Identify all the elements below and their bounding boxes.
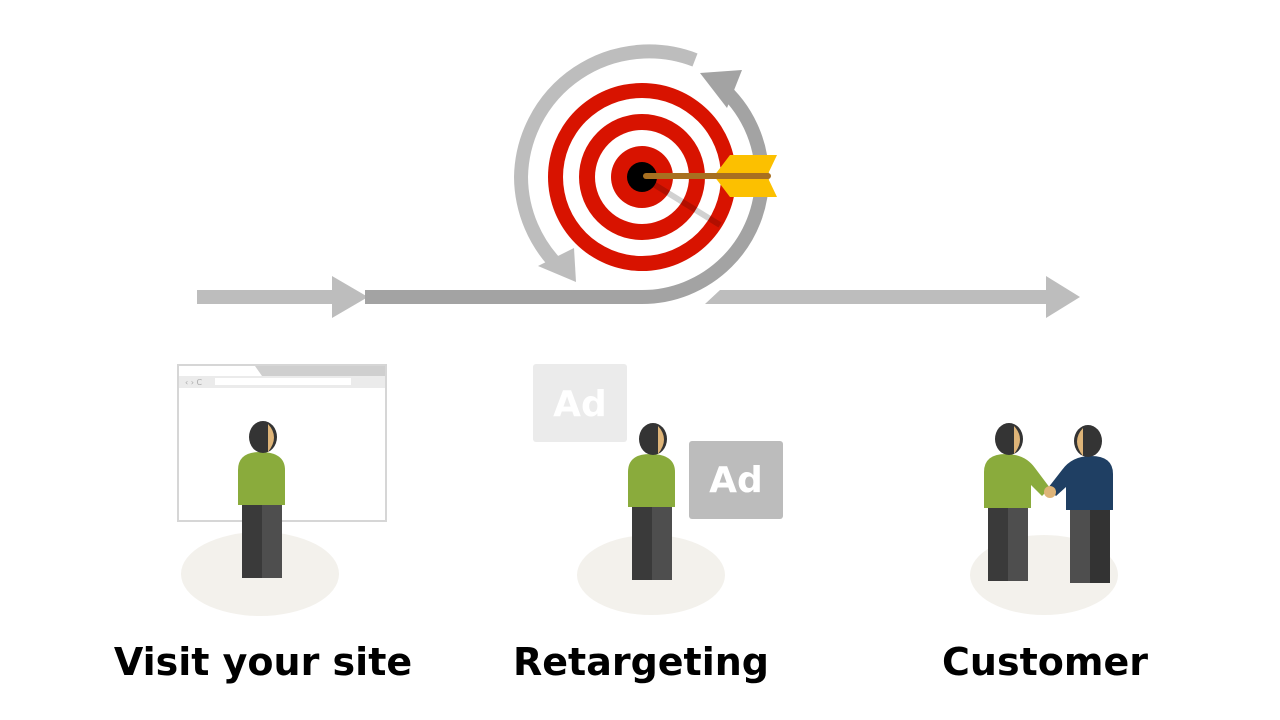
person-customer <box>984 423 1050 581</box>
loop-arrow <box>365 44 770 304</box>
flow-arrow-right <box>705 276 1080 318</box>
person-business <box>1044 425 1113 583</box>
handshake-icon <box>1044 486 1056 498</box>
ad-card-front: Ad <box>689 441 783 519</box>
person-retargeted <box>628 423 675 580</box>
person-visitor <box>238 421 285 578</box>
svg-text:‹ › C: ‹ › C <box>185 378 202 387</box>
dart-arrow-icon <box>643 155 777 197</box>
svg-text:Ad: Ad <box>553 384 607 425</box>
target-icon <box>548 83 736 271</box>
stage-label-customer: Customer <box>942 640 1148 684</box>
ad-card-back: Ad <box>533 364 627 442</box>
stage-label-visit: Visit your site <box>113 640 413 684</box>
flow-arrow-left <box>197 276 368 318</box>
svg-text:Ad: Ad <box>709 460 763 501</box>
stage-label-retargeting: Retargeting <box>513 640 769 684</box>
